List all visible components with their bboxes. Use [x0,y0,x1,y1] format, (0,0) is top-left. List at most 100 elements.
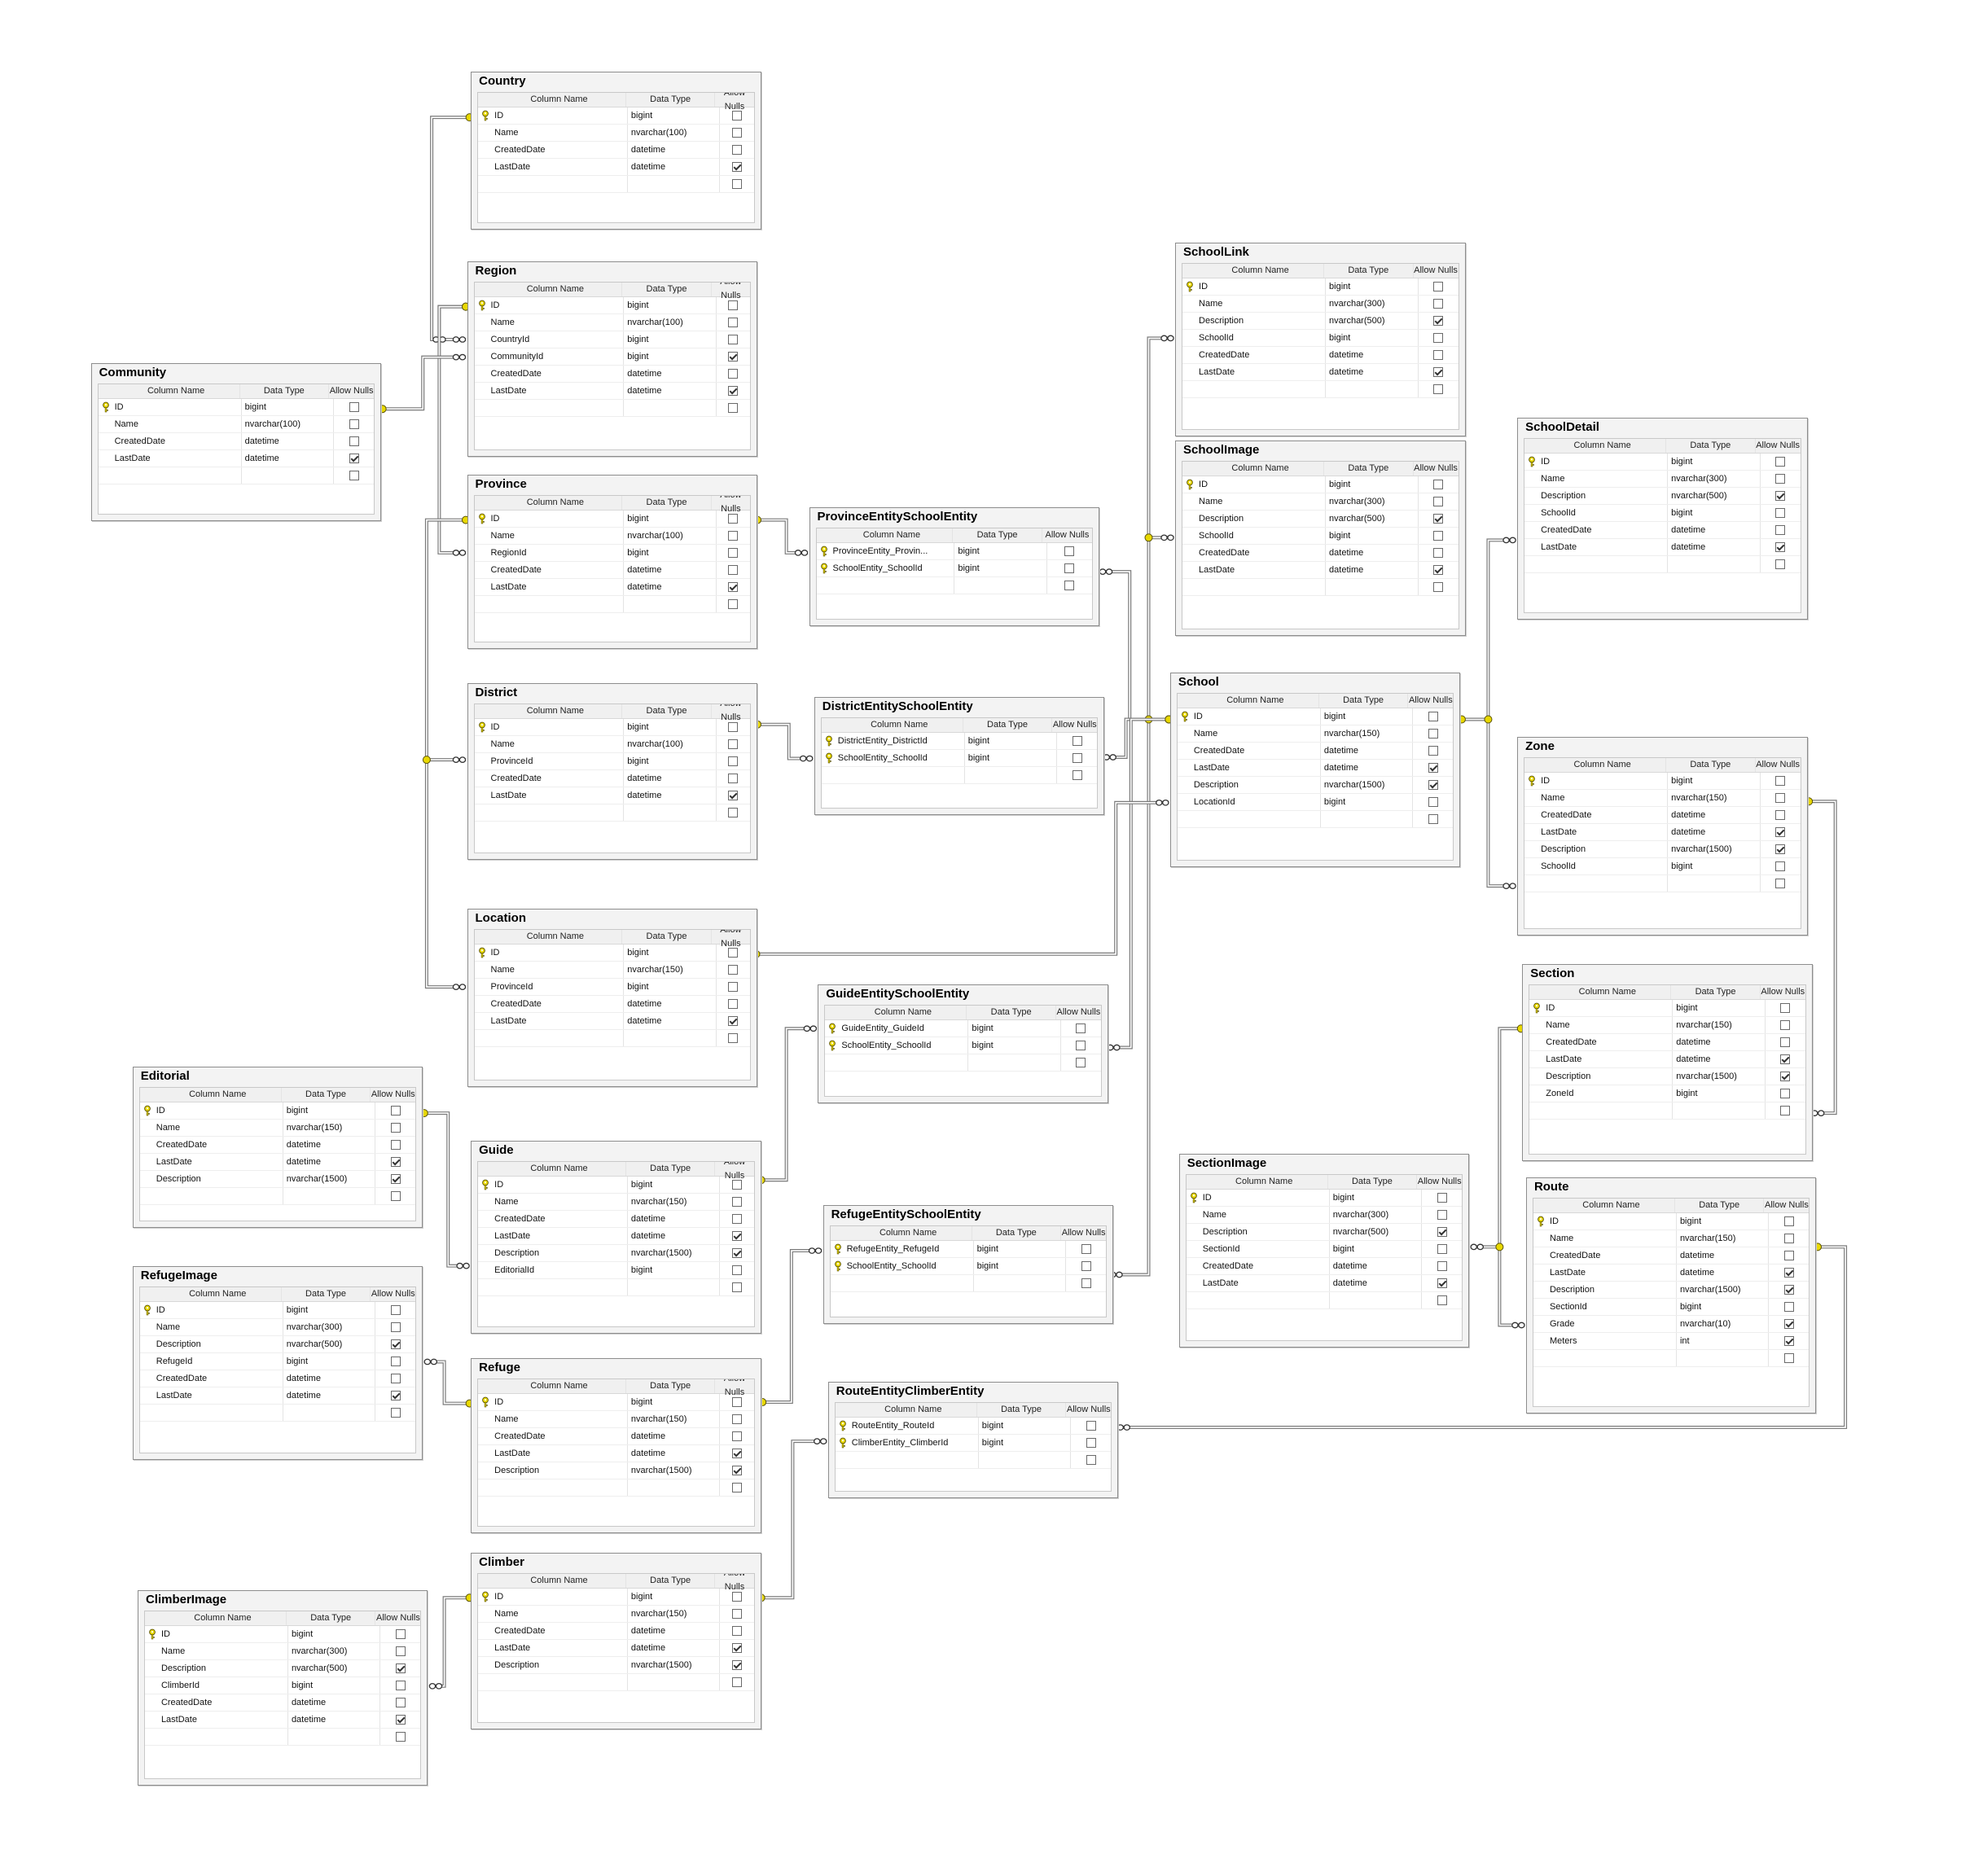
relationship-line[interactable] [382,355,466,411]
column-name[interactable]: ID [1197,476,1327,493]
allow-nulls-checkbox[interactable] [732,1482,743,1492]
allow-nulls-checkbox[interactable] [1437,1192,1447,1203]
allow-nulls-checkbox[interactable] [1775,844,1786,855]
allow-nulls-checkbox[interactable] [732,1625,743,1636]
column-data-type[interactable]: bigint [1668,454,1761,471]
allow-nulls-checkbox[interactable] [349,454,359,464]
column-name[interactable] [836,766,965,783]
column-data-type[interactable]: nvarchar(150) [1677,1230,1770,1247]
relationship-line[interactable] [761,1440,827,1600]
column-data-type[interactable] [1326,578,1419,595]
column-data-type[interactable]: nvarchar(500) [283,1335,376,1352]
column-data-type[interactable]: bigint [965,732,1058,749]
column-data-type[interactable] [979,1452,1072,1469]
relationship-line[interactable] [1461,538,1516,721]
new-column-row[interactable] [474,595,750,613]
column-name[interactable] [1544,1102,1674,1120]
column-data-type[interactable]: datetime [624,365,717,382]
column-name[interactable] [493,176,628,193]
column-name[interactable]: Name [493,1410,628,1427]
relationship-line[interactable] [1107,717,1169,1050]
column-name[interactable]: ID [1197,278,1327,295]
allow-nulls-checkbox[interactable] [1428,746,1438,756]
column-name[interactable]: Name [493,1194,628,1211]
allow-nulls-checkbox[interactable] [732,1248,743,1259]
allow-nulls-checkbox[interactable] [728,982,739,992]
column-data-type[interactable] [288,1729,381,1745]
allow-nulls-checkbox[interactable] [728,334,739,344]
column-data-type[interactable]: datetime [1677,1265,1770,1282]
allow-nulls-checkbox[interactable] [732,1214,743,1225]
allow-nulls-checkbox[interactable] [1780,1020,1791,1031]
column-data-type[interactable]: datetime [288,1712,381,1728]
column-data-type[interactable] [974,1275,1067,1292]
column-name[interactable]: CreatedDate [489,996,625,1012]
allow-nulls-checkbox[interactable] [1775,542,1786,553]
column-name[interactable] [1192,811,1321,828]
table-title[interactable]: DistrictEntitySchoolEntity [814,697,1104,716]
table-title[interactable]: Community [91,364,381,383]
relationship-line[interactable] [430,116,470,341]
relationship-line[interactable] [1109,719,1151,1277]
allow-nulls-checkbox[interactable] [1437,1278,1447,1288]
allow-nulls-checkbox[interactable] [390,1173,401,1184]
allow-nulls-checkbox[interactable] [1775,827,1786,838]
allow-nulls-checkbox[interactable] [732,128,743,138]
column-name[interactable] [845,1275,974,1292]
allow-nulls-checkbox[interactable] [390,1322,401,1332]
allow-nulls-checkbox[interactable] [395,1681,406,1690]
allow-nulls-checkbox[interactable] [1437,1243,1447,1254]
column-data-type[interactable]: nvarchar(1500) [1673,1068,1766,1085]
allow-nulls-checkbox[interactable] [1775,491,1786,502]
column-name[interactable]: EditorialId [493,1262,628,1279]
new-column-row[interactable] [478,176,754,194]
column-data-type[interactable]: nvarchar(150) [1668,790,1761,807]
column-data-type[interactable]: nvarchar(100) [624,313,717,331]
column-name[interactable]: CreatedDate [1192,743,1321,760]
column-data-type[interactable]: bigint [1668,505,1761,522]
column-name[interactable]: SchoolEntity_SchoolId [840,1037,969,1054]
column-data-type[interactable] [624,1030,717,1046]
allow-nulls-checkbox[interactable] [1081,1244,1091,1255]
table-title[interactable]: RefugeImage [133,1266,423,1285]
column-name[interactable]: SectionId [1201,1240,1330,1257]
column-name[interactable] [1201,1291,1330,1308]
table-title[interactable]: Zone [1518,738,1807,756]
column-name[interactable]: ZoneId [1544,1085,1674,1102]
new-column-row[interactable] [830,1275,1107,1293]
column-data-type[interactable]: nvarchar(300) [1326,295,1419,312]
relationship-line[interactable] [762,1249,822,1405]
allow-nulls-checkbox[interactable] [390,1105,401,1116]
column-data-type[interactable]: bigint [1321,708,1414,725]
column-name[interactable]: LastDate [1201,1274,1330,1291]
column-data-type[interactable]: nvarchar(1500) [628,1656,721,1673]
column-data-type[interactable]: datetime [628,1228,721,1245]
allow-nulls-checkbox[interactable] [728,317,739,327]
column-data-type[interactable]: bigint [954,543,1047,560]
column-data-type[interactable]: datetime [1673,1051,1766,1068]
